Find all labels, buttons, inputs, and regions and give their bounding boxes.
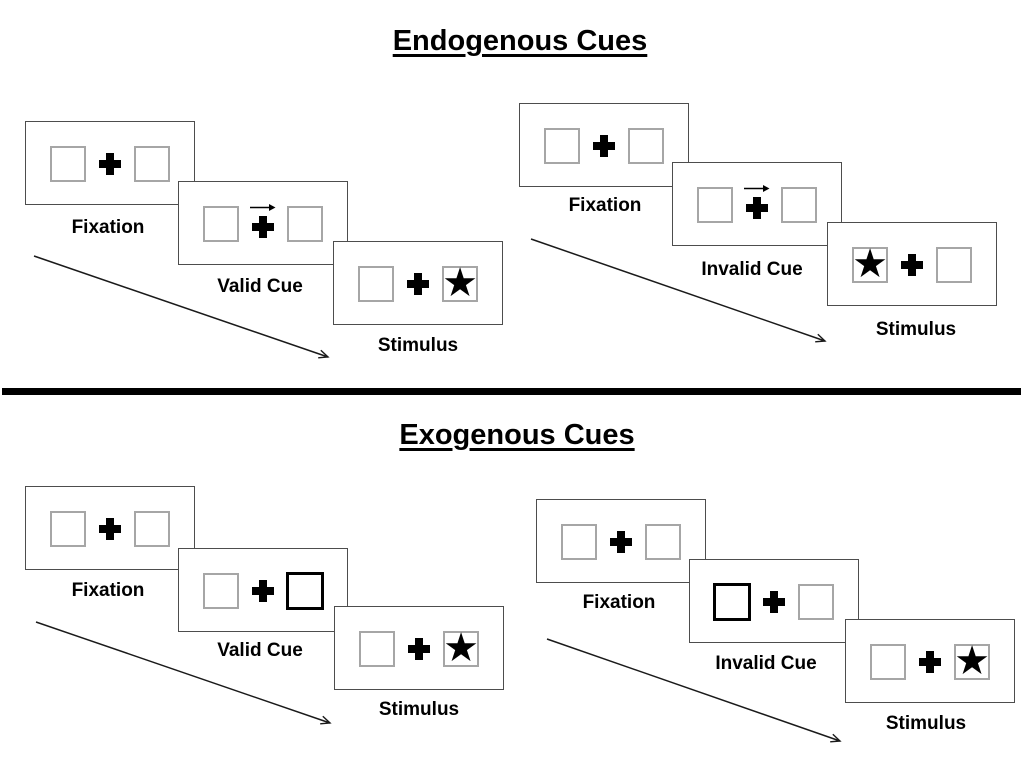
panel-fixation xyxy=(536,499,706,583)
left-box xyxy=(359,631,395,667)
right-box: ★ xyxy=(442,260,478,307)
panel-valid-cue xyxy=(178,548,348,632)
left-box xyxy=(50,146,86,182)
right-arrow-icon xyxy=(744,185,770,192)
panel-stimulus: ★ xyxy=(333,241,503,325)
panel-label-stimulus: Stimulus xyxy=(885,713,967,734)
fixation-cross-icon xyxy=(99,518,121,540)
panel-invalid-cue xyxy=(689,559,859,643)
fixation-cross-icon xyxy=(901,254,923,276)
fixation-cross-icon xyxy=(407,273,429,295)
right-box xyxy=(134,146,170,182)
section-title-exogenous: Exogenous Cues xyxy=(399,419,635,451)
panel-invalid-cue xyxy=(672,162,842,246)
star-stimulus-icon: ★ xyxy=(443,625,479,672)
fixation-cross-icon xyxy=(252,216,274,238)
panel-label-fixation: Fixation xyxy=(71,580,145,601)
star-stimulus-icon: ★ xyxy=(852,241,888,288)
panel-label-fixation: Fixation xyxy=(582,592,656,613)
right-box xyxy=(134,511,170,547)
panel-valid-cue xyxy=(178,181,348,265)
timeline-arrow-endogenous-valid xyxy=(33,255,330,359)
star-stimulus-icon: ★ xyxy=(954,638,990,685)
panel-label-invalid-cue: Invalid Cue xyxy=(715,653,817,674)
panel-label-stimulus: Stimulus xyxy=(875,319,957,340)
panel-label-stimulus: Stimulus xyxy=(378,699,460,720)
fixation-cross-icon xyxy=(763,591,785,613)
fixation-cross-icon xyxy=(610,531,632,553)
panel-label-fixation: Fixation xyxy=(568,195,642,216)
right-arrow-icon xyxy=(250,204,276,211)
panel-stimulus: ★ xyxy=(845,619,1015,703)
panel-stimulus: ★ xyxy=(827,222,997,306)
fixation-cross-icon xyxy=(252,580,274,602)
left-box xyxy=(50,511,86,547)
panel-stimulus: ★ xyxy=(334,606,504,690)
panel-label-invalid-cue: Invalid Cue xyxy=(701,259,803,280)
highlighted-right-box xyxy=(286,572,324,610)
right-box xyxy=(628,128,664,164)
panel-label-fixation: Fixation xyxy=(71,217,145,238)
left-box xyxy=(544,128,580,164)
left-box: ★ xyxy=(852,241,888,288)
left-box xyxy=(358,266,394,302)
timeline-arrow-exogenous-valid xyxy=(35,621,332,725)
fixation-cross-icon xyxy=(99,153,121,175)
right-box xyxy=(936,247,972,283)
star-stimulus-icon: ★ xyxy=(442,260,478,307)
fixation-cross-icon xyxy=(746,197,768,219)
left-box xyxy=(203,206,239,242)
right-box xyxy=(798,584,834,620)
timeline-arrow-endogenous-invalid xyxy=(530,238,827,343)
panel-label-stimulus: Stimulus xyxy=(377,335,459,356)
right-box: ★ xyxy=(954,638,990,685)
left-box xyxy=(870,644,906,680)
right-box xyxy=(645,524,681,560)
right-box xyxy=(781,187,817,223)
panel-fixation xyxy=(25,486,195,570)
fixation-cross-icon xyxy=(408,638,430,660)
section-divider xyxy=(2,388,1021,395)
right-box: ★ xyxy=(443,625,479,672)
left-box xyxy=(697,187,733,223)
panel-fixation xyxy=(519,103,689,187)
fixation-cross-icon xyxy=(919,651,941,673)
highlighted-left-box xyxy=(713,583,751,621)
right-box xyxy=(287,206,323,242)
panel-label-valid-cue: Valid Cue xyxy=(217,276,303,297)
panel-label-valid-cue: Valid Cue xyxy=(217,640,303,661)
fixation-cross-icon xyxy=(593,135,615,157)
panel-fixation xyxy=(25,121,195,205)
left-box xyxy=(203,573,239,609)
section-title-endogenous: Endogenous Cues xyxy=(392,25,648,57)
left-box xyxy=(561,524,597,560)
